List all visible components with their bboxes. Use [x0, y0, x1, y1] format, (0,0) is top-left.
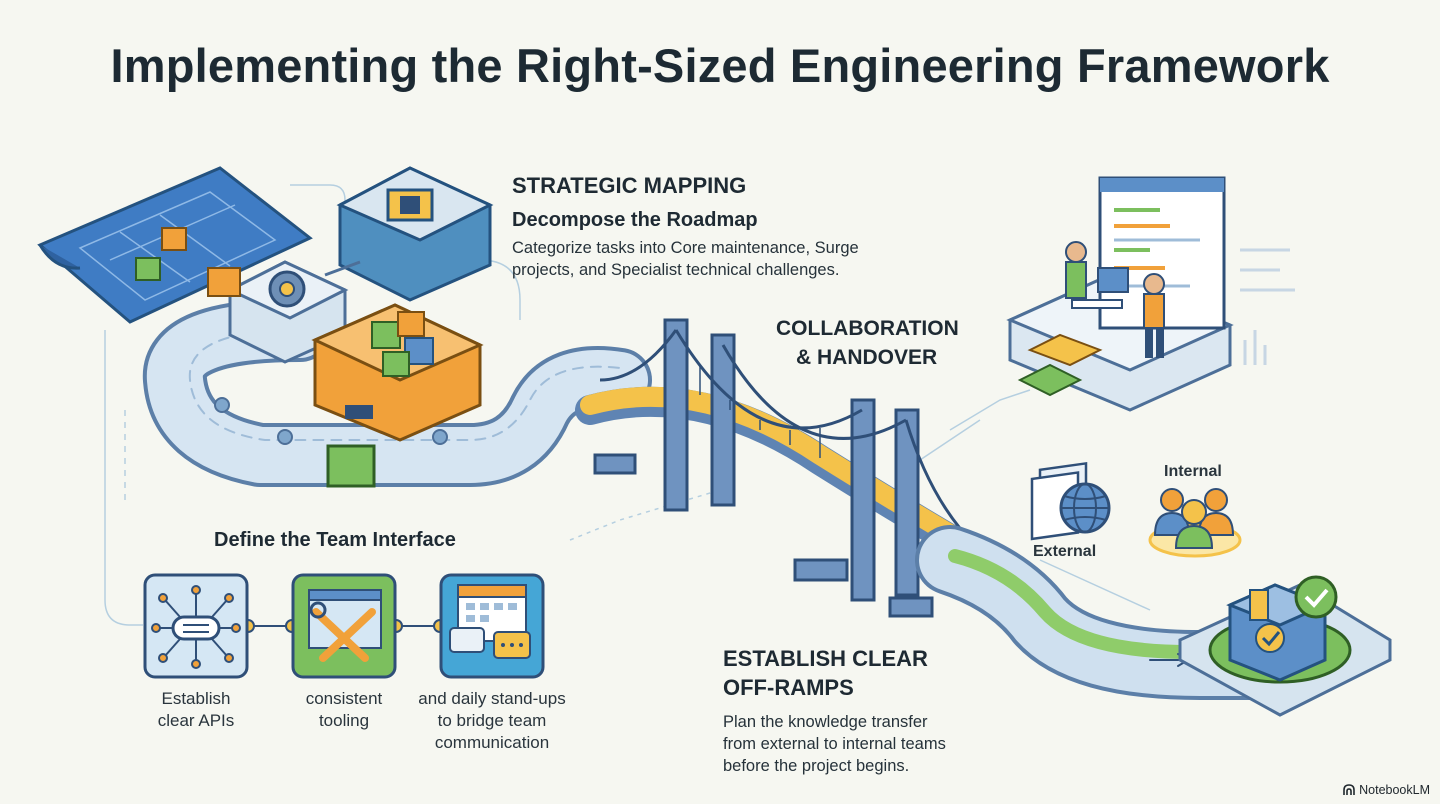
interface-heading: Define the Team Interface	[214, 529, 456, 551]
offramps-heading-line1: ESTABLISH CLEAR	[723, 646, 928, 671]
internal-team-icon	[1148, 488, 1242, 558]
caption-line: clear APIs	[157, 711, 235, 730]
notebooklm-badge: NotebookLM	[1343, 783, 1430, 797]
collab-line1: COLLABORATION	[776, 317, 959, 340]
background-circuit-lines	[104, 184, 1151, 626]
page-title: Implementing the Right-Sized Engineering…	[110, 39, 1330, 92]
gear-station	[207, 260, 349, 364]
caption-line: to bridge team	[437, 711, 547, 730]
orange-build-station	[311, 303, 484, 442]
collaboration-platform	[1006, 176, 1295, 412]
green-cube	[326, 444, 376, 488]
caption-line: and daily stand-ups	[418, 689, 566, 708]
interface-caption-apis: Establish clear APIs	[136, 688, 256, 732]
api-tile	[143, 573, 249, 679]
offramps-block: ESTABLISH CLEAR OFF-RAMPS Plan the knowl…	[723, 644, 946, 777]
chip-box	[324, 166, 494, 302]
caption-line: communication	[434, 733, 550, 752]
external-icon	[1030, 461, 1111, 541]
offramps-body-line3: before the project begins.	[723, 757, 910, 775]
strategic-subheading: Decompose the Roadmap	[512, 209, 758, 231]
strategic-body-line1: Categorize tasks into Core maintenance, …	[512, 239, 859, 257]
road-nodes	[214, 397, 448, 445]
caption-line: consistent	[305, 689, 383, 708]
badge-text: NotebookLM	[1359, 783, 1430, 797]
interface-caption-standups: and daily stand-ups to bridge team commu…	[402, 688, 582, 754]
strategic-heading: STRATEGIC MAPPING	[512, 173, 747, 198]
left-road	[142, 298, 652, 487]
collaboration-block: COLLABORATION & HANDOVER	[776, 314, 976, 372]
blueprint-sheet	[37, 166, 313, 324]
offramps-heading-line2: OFF-RAMPS	[723, 675, 854, 700]
external-label: External	[1033, 543, 1097, 560]
collab-line2: & HANDOVER	[796, 346, 938, 369]
caption-line: tooling	[318, 711, 370, 730]
tooling-tile	[291, 573, 397, 679]
internal-label: Internal	[1164, 463, 1222, 480]
notebooklm-logo-icon	[1343, 784, 1355, 795]
caption-line: Establish	[161, 689, 231, 708]
standup-tile	[439, 573, 545, 679]
interface-caption-tooling: consistent tooling	[284, 688, 404, 732]
strategic-body-line2: projects, and Specialist technical chall…	[512, 261, 840, 279]
strategic-mapping-block: STRATEGIC MAPPING Decompose the Roadmap …	[512, 171, 859, 281]
suspension-bridge	[575, 318, 977, 618]
delivery-platform	[1178, 575, 1392, 717]
offramps-body-line1: Plan the knowledge transfer	[723, 713, 928, 731]
offramps-body-line2: from external to internal teams	[723, 735, 946, 753]
right-road	[915, 525, 1335, 700]
